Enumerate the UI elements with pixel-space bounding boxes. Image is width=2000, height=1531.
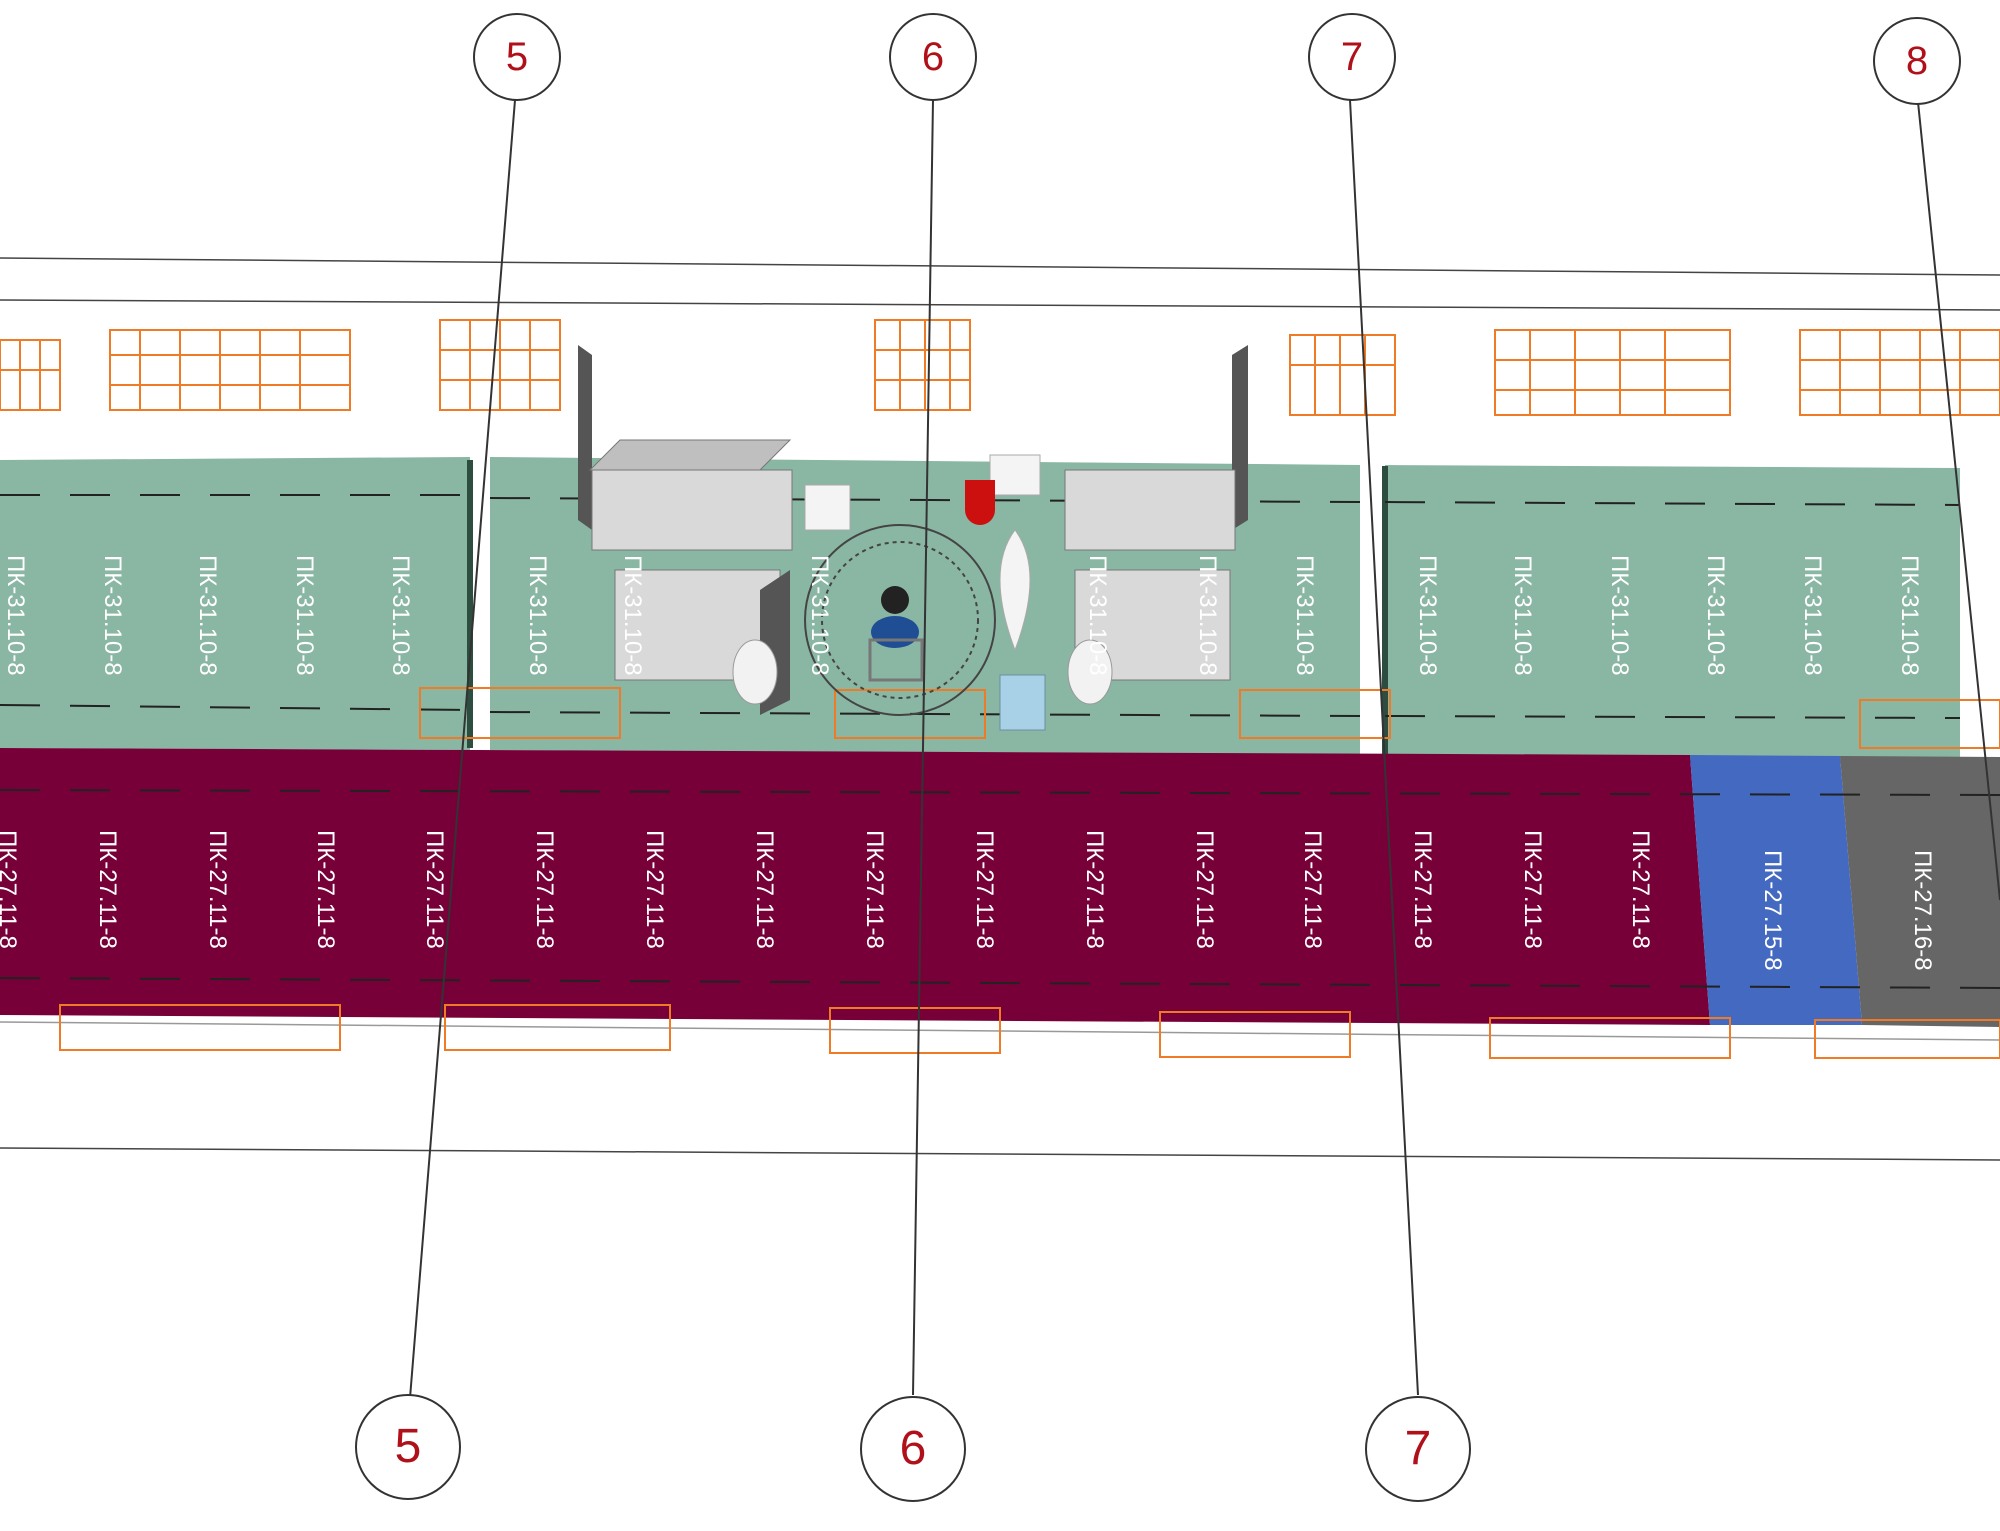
light-fixture-icon [439,319,561,411]
light-fixtures-bottom [59,1004,2000,1059]
slab-label-maroon-10: ПК-27.11-8 [971,830,998,949]
slab-label-green-7: ПК-31.10-8 [619,555,646,676]
wheelchair-user-icon [868,586,924,682]
light-fixture-icon [874,319,971,411]
svg-text:5: 5 [395,1420,422,1473]
turning-circle-icon [804,524,996,716]
light-fixture-icon [109,329,351,411]
svg-text:6: 6 [900,1422,927,1475]
washroom-modules [578,345,1248,731]
slab-label-green-17: ПК-31.10-8 [1896,555,1923,676]
slab-label-maroon-15: ПК-27.11-8 [1519,830,1546,949]
waste-bin-icon [999,674,1046,731]
slab-label-maroon-3: ПК-27.11-8 [204,830,231,949]
slab-zone-bottom [0,748,2000,1027]
slab-label-green-10: ПК-31.10-8 [1194,555,1221,676]
slab-label-maroon-4: ПК-27.11-8 [312,830,339,949]
slab-label-maroon-6: ПК-27.11-8 [531,830,558,949]
axis-markers-bottom: 5 6 7 [355,1394,1471,1502]
axis-marker: 5 [473,13,561,101]
slab-label-green-15: ПК-31.10-8 [1702,555,1729,676]
light-fixture-icon [419,687,621,739]
light-fixture-icon [1494,329,1731,416]
light-fixture-icon [829,1007,1001,1054]
svg-text:7: 7 [1341,35,1363,79]
slab-label-green-3: ПК-31.10-8 [194,555,221,676]
maroon-slab-labels: ПК-27.11-8 ПК-27.11-8 ПК-27.11-8 ПК-27.11-8… [0,830,1654,949]
svg-text:6: 6 [922,35,944,79]
slab-label-green-9: ПК-31.10-8 [1084,555,1111,676]
slab-label-green-13: ПК-31.10-8 [1509,555,1536,676]
partition-right-lower [1074,569,1231,681]
axis-marker: 5 [355,1394,461,1500]
slab-label-green-6: ПК-31.10-8 [524,555,551,676]
slab-label-maroon-7: ПК-27.11-8 [641,830,668,949]
toilet-icon [804,454,1041,652]
slab-label-grey: ПК-27.16-8 [1909,850,1936,971]
partition-left-upper [578,345,793,551]
slab-label-green-1: ПК-31.10-8 [2,555,29,676]
slab-label-maroon-16: ПК-27.11-8 [1627,830,1654,949]
light-fixture-icon [1489,1017,1731,1059]
light-fixtures-mid [419,687,2000,749]
light-fixture-icon [1239,689,1391,739]
slab-label-maroon-9: ПК-27.11-8 [861,830,888,949]
slab-label-maroon-2: ПК-27.11-8 [94,830,121,949]
light-fixture-icon [1799,329,2000,416]
svg-text:7: 7 [1405,1422,1432,1475]
slab-label-maroon-13: ПК-27.11-8 [1299,830,1326,949]
slab-label-green-16: ПК-31.10-8 [1799,555,1826,676]
slab-label-maroon-8: ПК-27.11-8 [751,830,778,949]
slab-label-maroon-12: ПК-27.11-8 [1191,830,1218,949]
axis-marker: 7 [1308,13,1396,101]
grid-axis-lines [409,99,2000,1399]
slab-label-maroon-11: ПК-27.11-8 [1081,830,1108,949]
slab-label-maroon-14: ПК-27.11-8 [1409,830,1436,949]
slab-label-maroon-1: ПК-27.11-8 [0,830,21,949]
axis-markers-top: 5 6 7 8 [473,13,1961,105]
slab-label-green-8: ПК-31.10-8 [806,555,833,676]
slab-label-green-5: ПК-31.10-8 [387,555,414,676]
axis-marker: 8 [1873,17,1961,105]
light-fixture-icon [0,339,61,411]
slab-label-green-11: ПК-31.10-8 [1291,555,1318,676]
slab-label-green-4: ПК-31.10-8 [291,555,318,676]
slab-label-green-14: ПК-31.10-8 [1606,555,1633,676]
slab-label-blue: ПК-27.15-8 [1759,850,1786,971]
light-fixture-icon [1289,334,1396,416]
slab-label-green-2: ПК-31.10-8 [99,555,126,676]
light-fixture-icon [1814,1019,2000,1059]
axis-marker: 7 [1365,1396,1471,1502]
axis-marker: 6 [889,13,977,101]
svg-text:5: 5 [506,35,528,79]
light-fixture-icon [1159,1011,1351,1058]
light-fixture-icon [59,1004,341,1051]
light-fixtures-top [0,319,2000,416]
green-slab-labels: ПК-31.10-8 ПК-31.10-8 ПК-31.10-8 ПК-31.10-8… [2,555,1923,676]
light-fixture-icon [1859,699,2000,749]
sink-icon [732,639,1113,705]
slab-label-green-12: ПК-31.10-8 [1414,555,1441,676]
alarm-button-icon [965,480,995,525]
slab-label-maroon-5: ПК-27.11-8 [421,830,448,949]
svg-text:8: 8 [1906,39,1928,83]
axis-marker: 6 [860,1396,966,1502]
light-fixture-icon [834,689,986,739]
partition-right-upper [1064,345,1248,551]
light-fixture-icon [444,1004,671,1051]
